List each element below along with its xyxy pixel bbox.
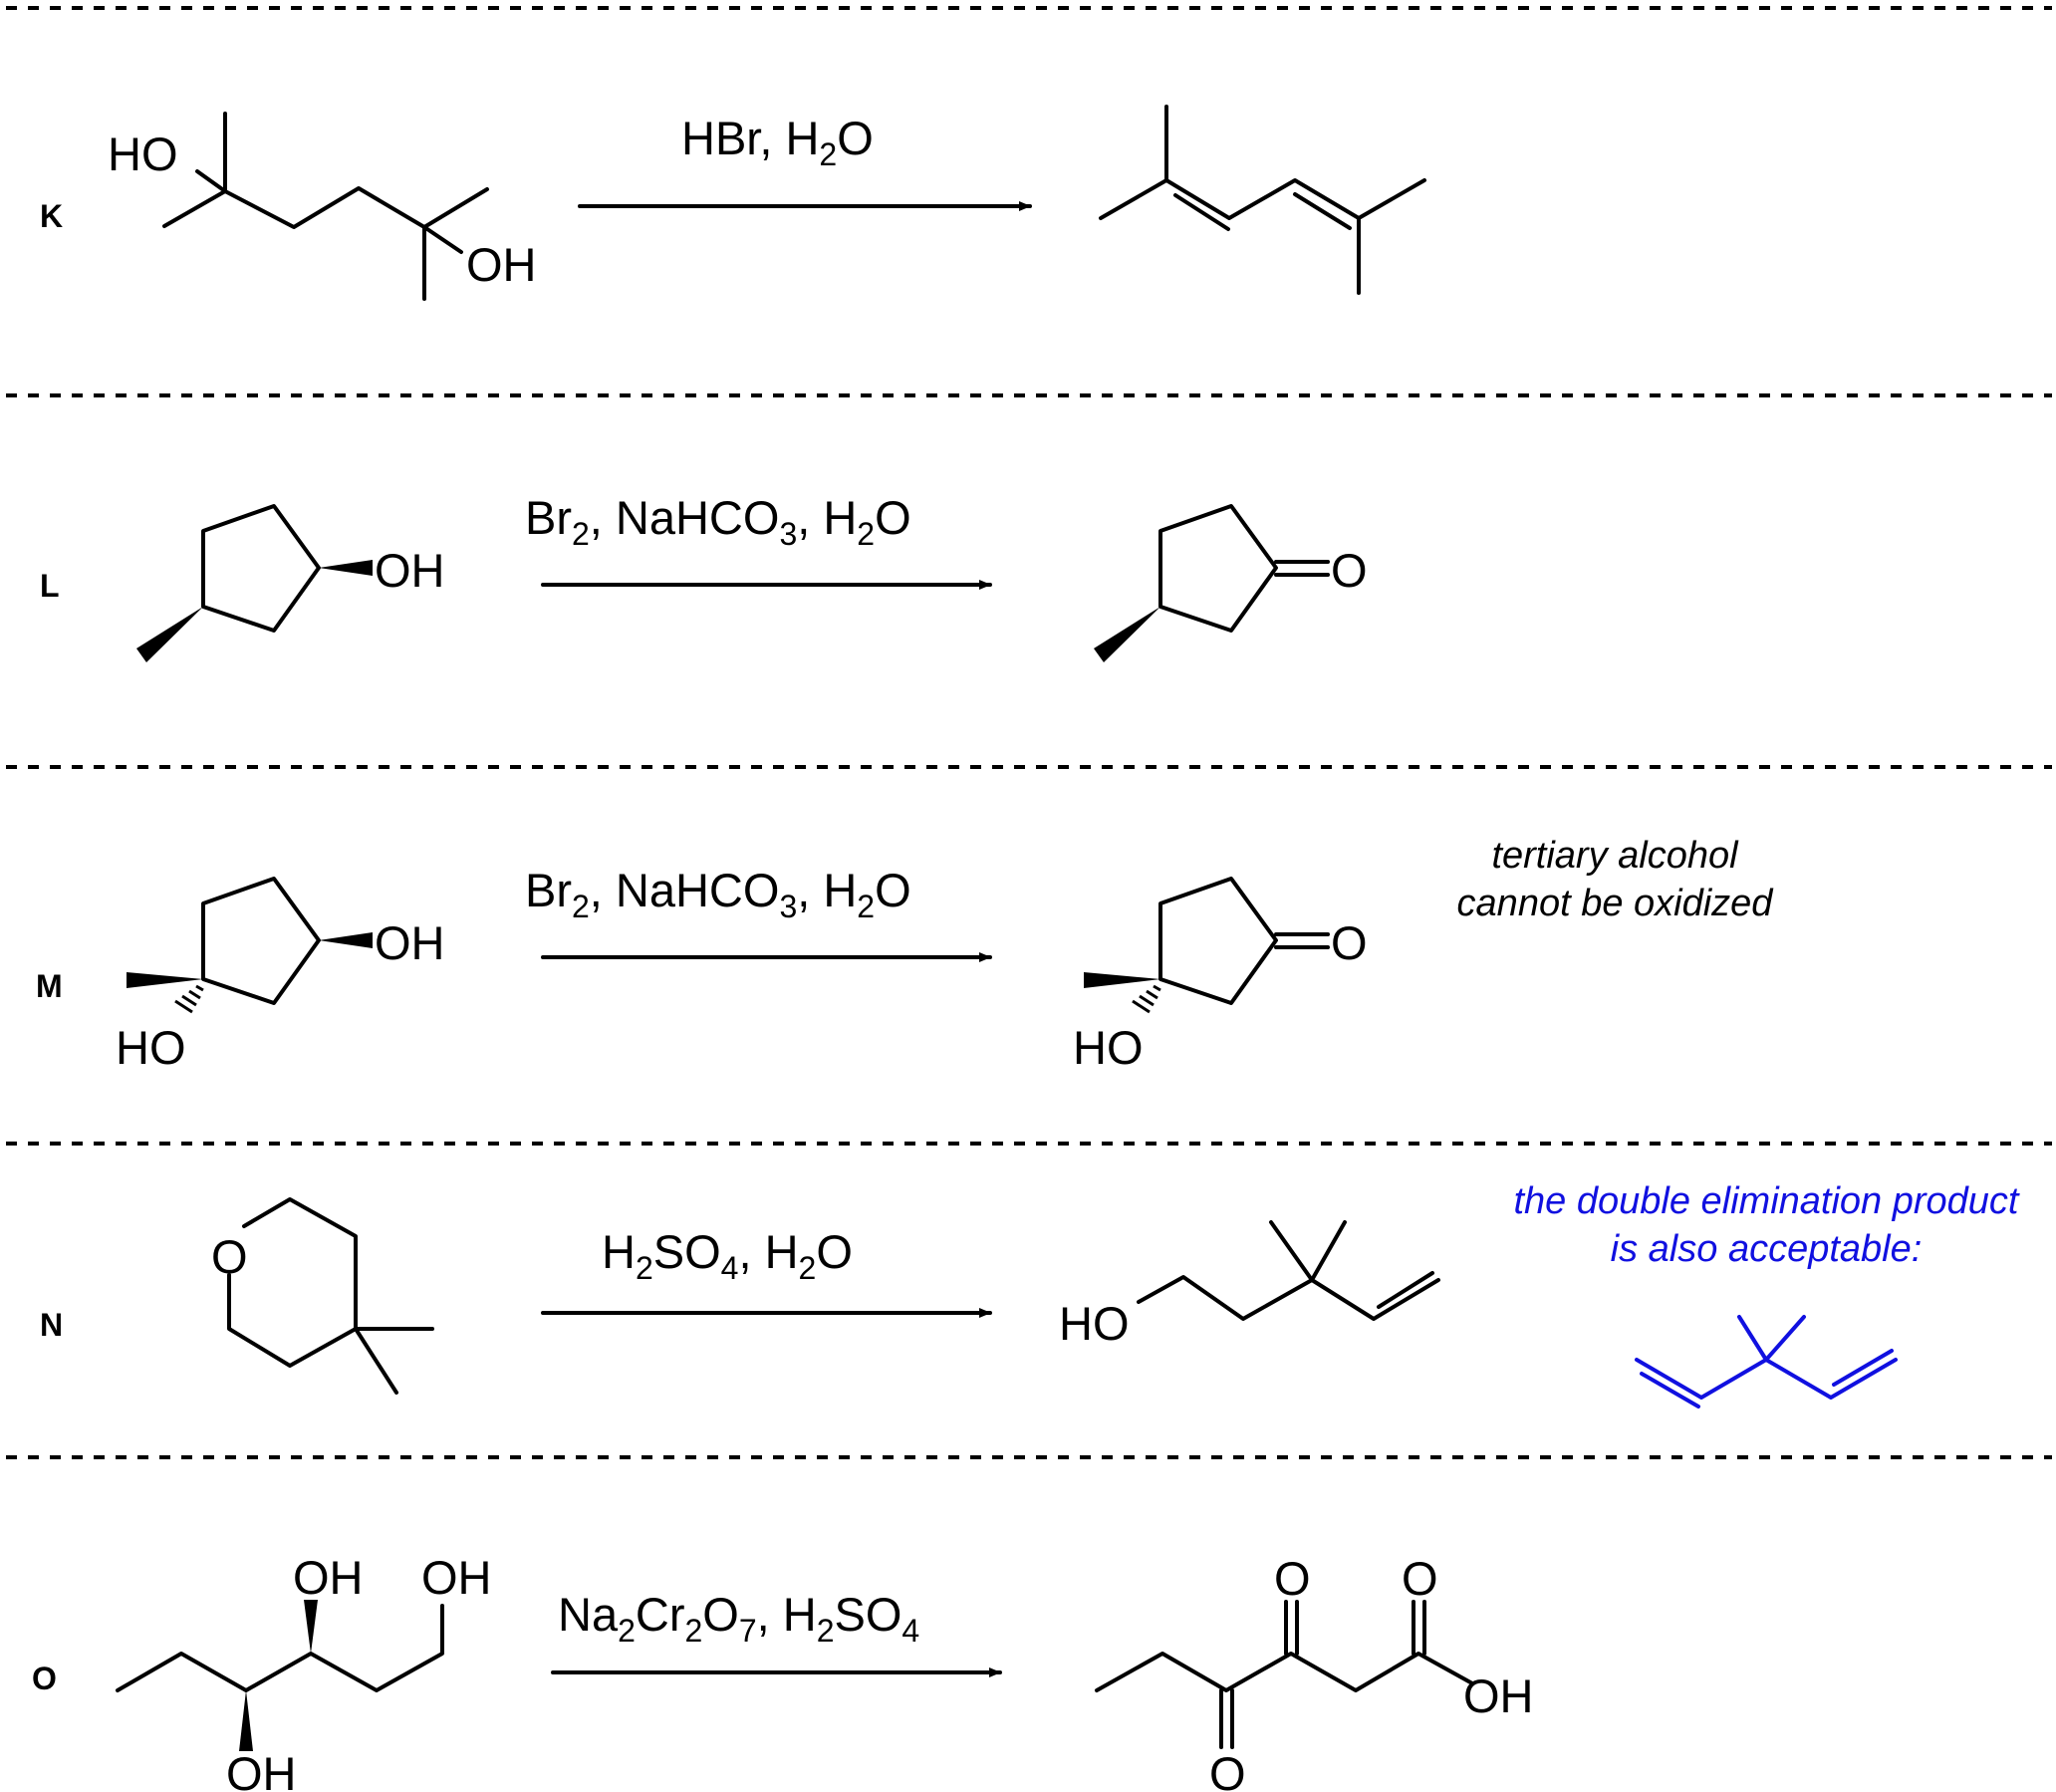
reaction-label: L (40, 568, 60, 604)
reaction-row-l: L OH Br2, NaHCO3, H2O O (40, 491, 1368, 662)
note-line: the double elimination product (1513, 1180, 2019, 1222)
note-line: tertiary alcohol (1491, 835, 1739, 877)
atom-label: OH (375, 544, 445, 597)
atom-label: OH (375, 916, 445, 969)
atom-label: HO (1073, 1021, 1144, 1074)
reaction-label: N (40, 1307, 63, 1343)
reactant-structure: OH HO (116, 877, 445, 1074)
hash-bond (1132, 984, 1161, 1014)
atom-label: OH (1463, 1669, 1534, 1722)
note-line: cannot be oxidized (1457, 883, 1775, 924)
product-structure (1099, 105, 1426, 295)
reactant-structure: OH (136, 504, 445, 662)
reaction-label: O (32, 1661, 57, 1696)
reaction-label: K (40, 198, 63, 234)
product-structure: HO (1059, 1220, 1440, 1350)
note-line: is also acceptable: (1611, 1228, 1923, 1270)
reagent-text: Na2Cr2O7, H2SO4 (558, 1588, 919, 1649)
reactant-structure: OH OH OH (116, 1551, 492, 1792)
atom-label: OH (226, 1747, 297, 1792)
reactant-structure: HO OH (108, 112, 537, 301)
atom-label: O (1209, 1747, 1246, 1792)
atom-label: O (211, 1230, 248, 1283)
reaction-label: M (36, 968, 63, 1004)
reaction-row-n: N O H2SO4, H2O HO the double elimination… (40, 1180, 2020, 1408)
reaction-row-m: M OH HO Br2, NaHCO3, H2O (36, 835, 1774, 1074)
hash-bond (174, 984, 204, 1014)
product-structure: O (1094, 504, 1368, 662)
reaction-row-o: O OH OH OH Na2Cr2O7, H2SO4 O O O OH (32, 1551, 1534, 1792)
atom-label: HO (1059, 1297, 1130, 1350)
atom-label: O (1331, 544, 1368, 597)
reaction-row-k: K HO OH HBr, H2O (40, 105, 1426, 301)
product-structure: O O O OH (1095, 1552, 1534, 1792)
product-structure: O HO (1073, 877, 1368, 1074)
atom-label: HO (116, 1021, 186, 1074)
reagent-text: Br2, NaHCO3, H2O (525, 864, 911, 924)
atom-label: OH (466, 238, 537, 291)
alternate-product-structure (1635, 1315, 1898, 1408)
atom-label: O (1274, 1552, 1311, 1605)
atom-label: O (1331, 916, 1368, 969)
atom-label: HO (108, 128, 178, 180)
reagent-text: H2SO4, H2O (602, 1225, 853, 1286)
atom-label: O (1402, 1552, 1438, 1605)
reagent-text: HBr, H2O (681, 112, 874, 172)
reactant-structure: O (211, 1197, 434, 1395)
atom-label: OH (293, 1551, 364, 1604)
reagent-text: Br2, NaHCO3, H2O (525, 491, 911, 552)
atom-label: OH (421, 1551, 492, 1604)
